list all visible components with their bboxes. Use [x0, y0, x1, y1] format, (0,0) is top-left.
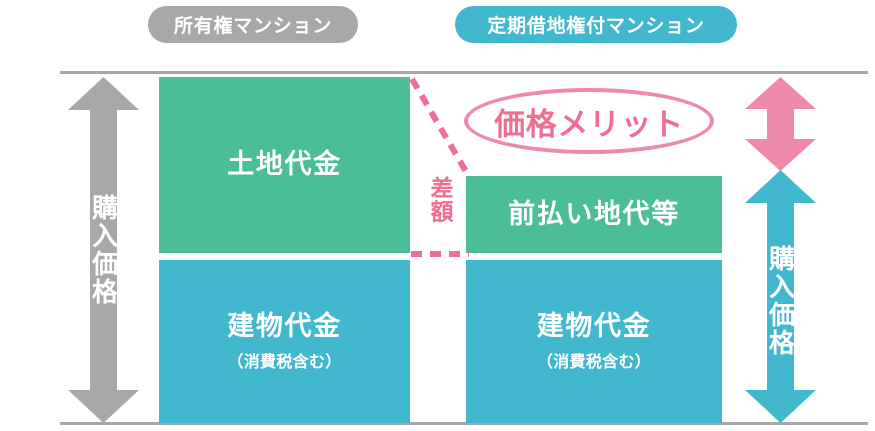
block-building-price-right: 建物代金 （消費税含む）	[466, 260, 722, 423]
pill-fixed-term-leasehold-condo-label: 定期借地権付マンション	[487, 16, 705, 37]
difference-horizontal-dashed-line	[411, 251, 469, 257]
difference-diagonal-dashed-line	[409, 77, 471, 177]
block-prepaid-land-rent-title: 前払い地代等	[508, 198, 680, 229]
block-land-price-title: 土地代金	[227, 149, 342, 180]
block-prepaid-land-rent: 前払い地代等	[466, 176, 722, 253]
double-arrow-icon	[745, 170, 816, 423]
price-merit-label: 価格メリット	[494, 106, 684, 142]
double-arrow-icon	[68, 77, 139, 423]
price-merit-oval-outline	[464, 88, 714, 154]
block-building-price-left: 建物代金 （消費税含む）	[159, 260, 410, 423]
difference-label: 差額	[427, 175, 453, 223]
bottom-baseline-rule	[60, 422, 868, 425]
block-land-price: 土地代金	[159, 77, 410, 253]
purchase-price-arrow-left-label: 購入価格	[88, 193, 119, 307]
block-building-price-left-subtitle: （消費税含む）	[227, 354, 342, 372]
top-baseline-rule	[60, 71, 868, 74]
double-arrow-icon	[745, 77, 816, 171]
purchase-price-arrow-left: 購入価格	[68, 77, 139, 423]
block-building-price-right-title: 建物代金	[536, 310, 652, 341]
purchase-price-arrow-right-label: 購入価格	[765, 244, 796, 358]
pill-ownership-condo-label: 所有権マンション	[173, 16, 333, 37]
block-building-price-right-subtitle: （消費税含む）	[536, 354, 652, 372]
pill-ownership-condo: 所有権マンション	[148, 6, 358, 43]
block-building-price-left-title: 建物代金	[227, 310, 342, 341]
purchase-price-arrow-right: 購入価格	[745, 170, 816, 423]
price-merit-arrow	[745, 77, 816, 171]
pill-fixed-term-leasehold-condo: 定期借地権付マンション	[455, 6, 737, 43]
price-merit-callout: 価格メリット	[464, 88, 714, 154]
